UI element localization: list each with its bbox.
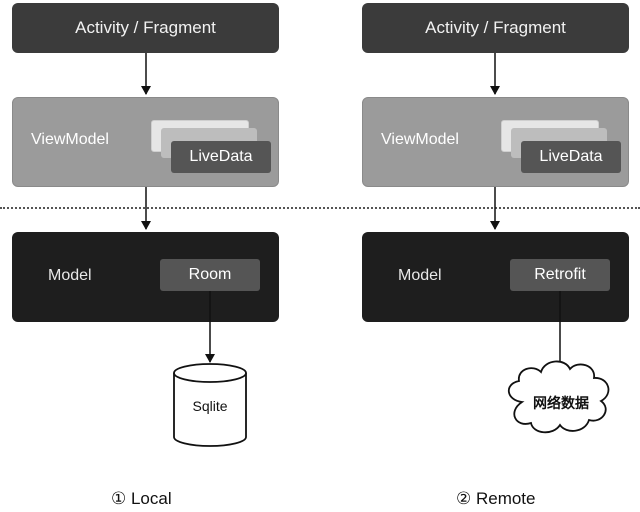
sqlite-label: Sqlite — [192, 398, 228, 414]
right-activity-fragment-box: Activity / Fragment — [362, 3, 629, 53]
local-caption: ① Local — [111, 489, 172, 508]
right-livedata-label: LiveData — [539, 148, 603, 165]
left-model-label: Model — [48, 267, 92, 284]
right-model-label: Model — [398, 267, 442, 284]
right-activity-fragment-label: Activity / Fragment — [425, 18, 566, 37]
arrow-down-icon — [490, 53, 500, 95]
left-livedata-label: LiveData — [189, 148, 253, 165]
remote-caption: ② Remote — [456, 489, 536, 508]
right-livedata-box: LiveData — [521, 141, 621, 173]
left-room-label: Room — [188, 266, 232, 283]
arrow-down-icon — [490, 187, 500, 230]
right-retrofit-label: Retrofit — [534, 266, 586, 283]
left-viewmodel-label: ViewModel — [31, 131, 109, 148]
network-data-label: 网络数据 — [533, 395, 589, 411]
cloud-icon — [507, 360, 610, 434]
arrow-down-icon — [205, 291, 215, 363]
left-livedata-box: LiveData — [171, 141, 271, 173]
local-remote-divider — [0, 207, 640, 209]
arrow-down-icon — [141, 187, 151, 230]
right-viewmodel-label: ViewModel — [381, 131, 459, 148]
left-model-box: Model Room — [12, 232, 279, 322]
right-viewmodel-box: ViewModel LiveData — [362, 97, 629, 187]
left-room-box: Room — [160, 259, 260, 291]
left-viewmodel-box: ViewModel LiveData — [12, 97, 279, 187]
left-activity-fragment-label: Activity / Fragment — [75, 18, 216, 37]
right-model-box: Model Retrofit — [362, 232, 629, 322]
right-retrofit-box: Retrofit — [510, 259, 610, 291]
database-cylinder-icon — [173, 363, 247, 447]
arrow-down-icon — [141, 53, 151, 95]
left-activity-fragment-box: Activity / Fragment — [12, 3, 279, 53]
